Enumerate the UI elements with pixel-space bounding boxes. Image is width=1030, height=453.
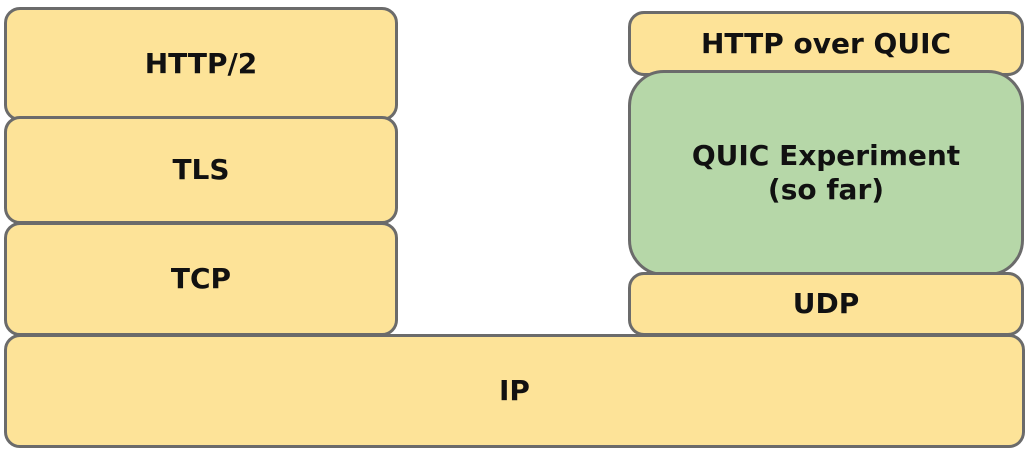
tls-layer: TLS: [4, 116, 398, 224]
quic-experiment-label: QUIC Experiment (so far): [692, 139, 960, 206]
ip-layer: IP: [4, 334, 1025, 448]
quic-experiment-layer: QUIC Experiment (so far): [628, 70, 1024, 276]
quic-experiment-line2: (so far): [767, 173, 885, 206]
udp-label: UDP: [792, 287, 860, 321]
http-over-quic-label: HTTP over QUIC: [700, 26, 952, 60]
tcp-label: TCP: [170, 262, 232, 296]
tls-label: TLS: [172, 153, 230, 187]
quic-experiment-line1: QUIC Experiment: [691, 139, 961, 173]
tcp-layer: TCP: [4, 222, 398, 336]
ip-label: IP: [499, 374, 530, 408]
http2-layer: HTTP/2: [4, 7, 398, 121]
http2-label: HTTP/2: [144, 47, 258, 81]
udp-layer: UDP: [628, 272, 1024, 336]
http-over-quic-layer: HTTP over QUIC: [628, 11, 1024, 76]
